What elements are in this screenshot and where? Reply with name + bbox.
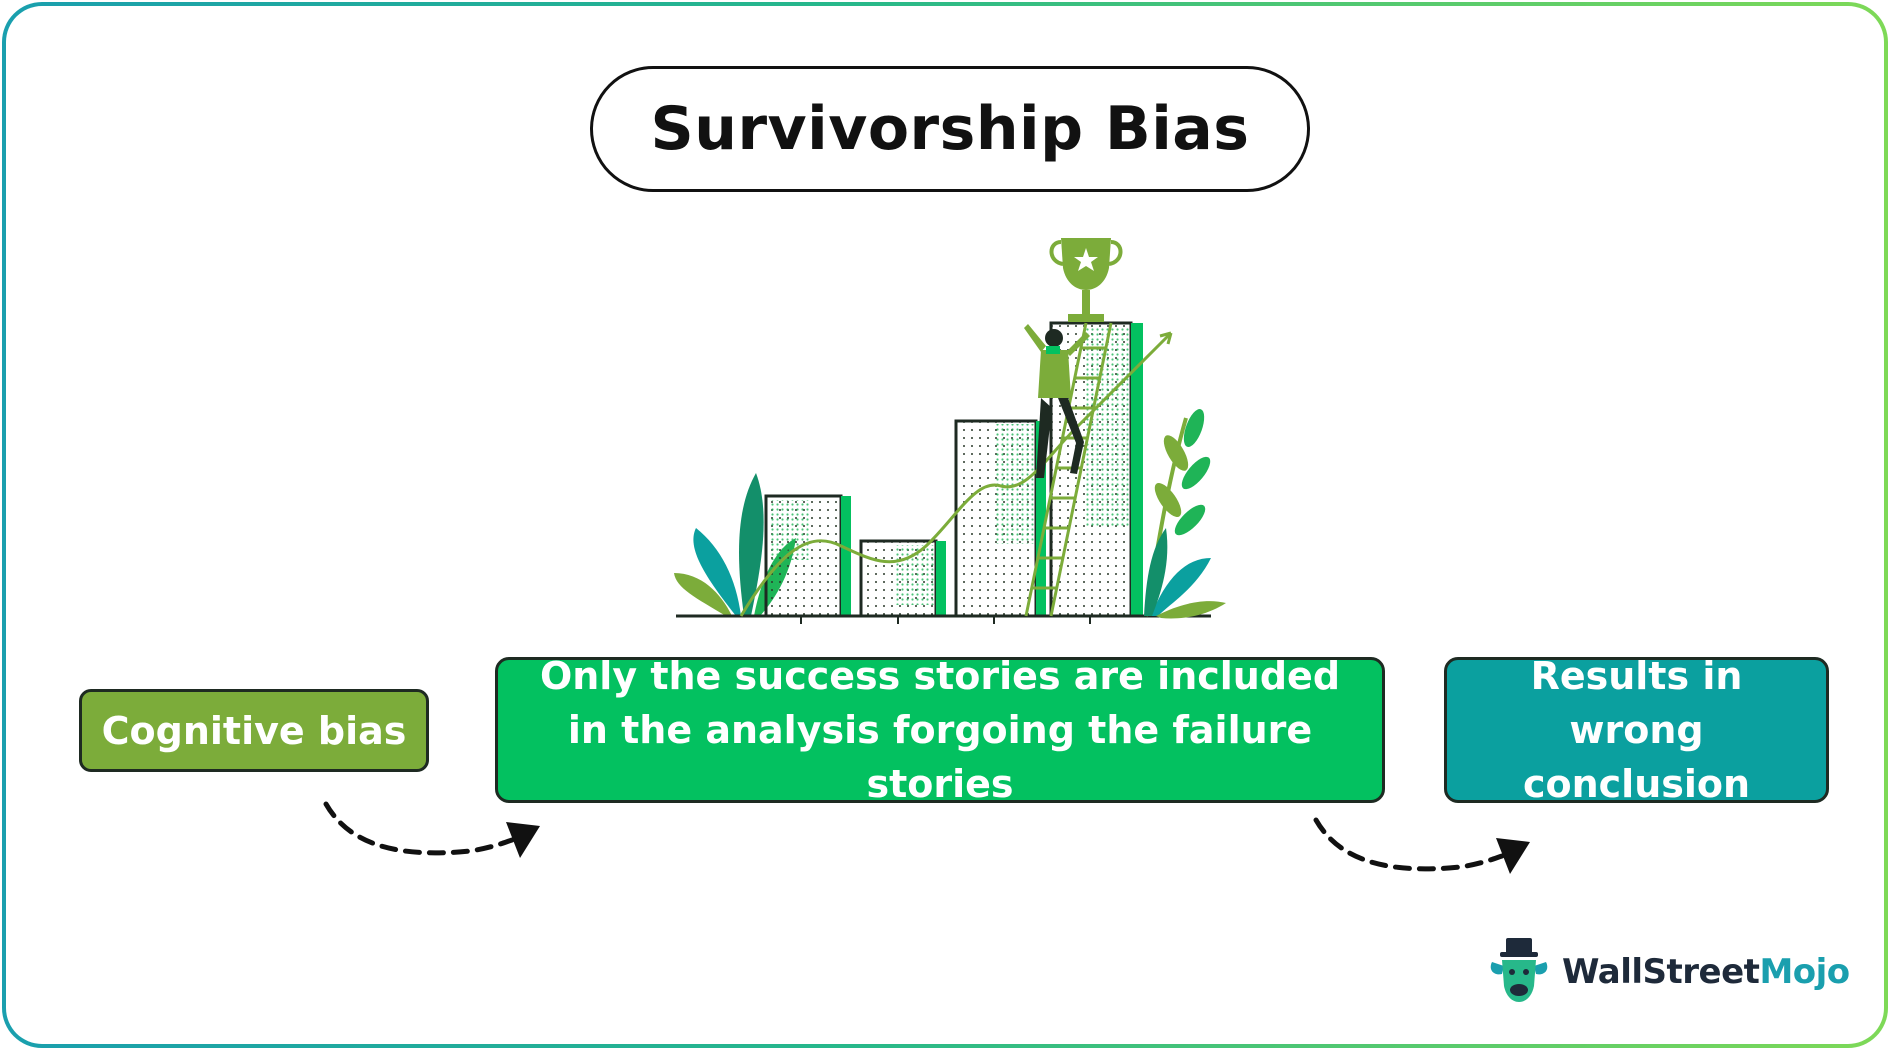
trend-line-icon [739,331,1173,617]
person-climbing-ladder-icon [1024,324,1090,478]
dashed-arrow-icon [1313,817,1530,874]
step-box-cognitive-bias: Cognitive bias [79,689,429,772]
step-label: Results in wrong conclusion [1522,654,1751,806]
brand-name-accent: Mojo [1759,952,1850,992]
bar [954,419,1046,618]
page-title: Survivorship Bias [650,94,1250,164]
step-label: Only the success stories are included in… [539,654,1341,806]
step-box-success-stories: Only the success stories are included in… [495,654,1385,806]
diagram-canvas: Survivorship Bias [6,6,1884,1044]
brand-logo: WallStreetMojo [1486,936,1850,1008]
step-box-wrong-conclusion: Results in wrong conclusion [1444,654,1829,806]
bull-mascot-icon [1490,938,1548,1002]
brand-name: WallStreetMojo [1562,952,1850,992]
bar-chart-icon [674,238,1226,624]
step-label: Cognitive bias [101,708,407,753]
bar [764,494,851,618]
bar [859,539,946,618]
dashed-arrow-icon [323,801,540,858]
title-pill: Survivorship Bias [590,66,1310,192]
plant-icon [1144,409,1226,619]
trophy-icon [1049,238,1123,322]
brand-name-primary: WallStreet [1562,952,1760,992]
